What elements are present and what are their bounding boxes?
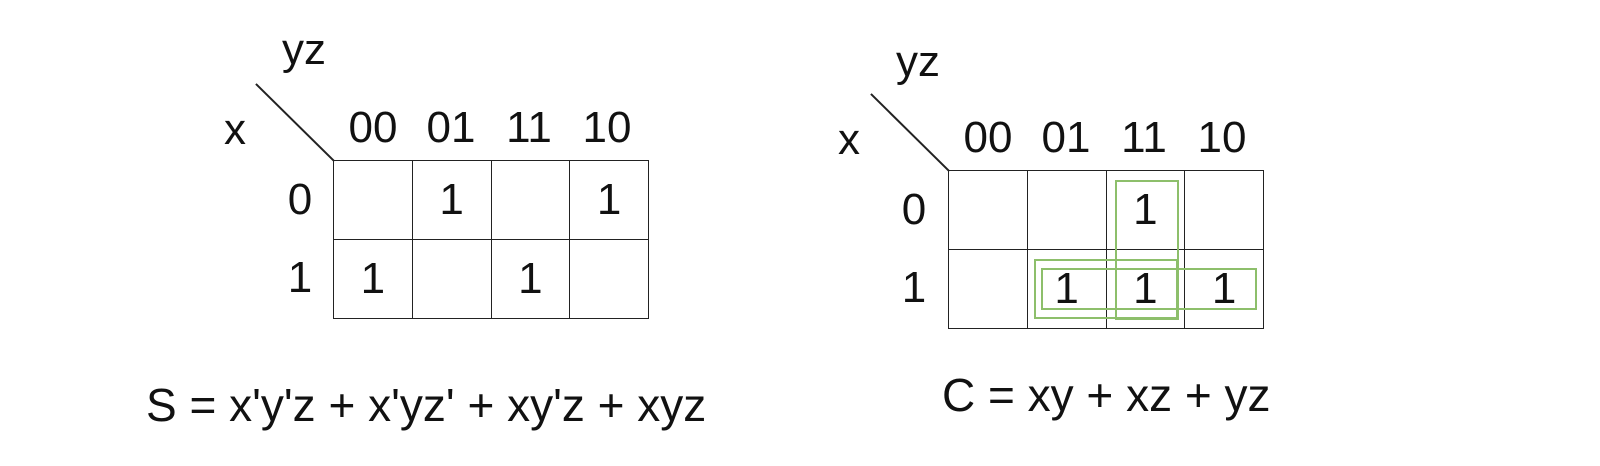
column-header: 00: [963, 113, 1013, 162]
column-header: 11: [1121, 113, 1167, 162]
column-header: 10: [582, 103, 632, 152]
truth-grid: 1 1 1 1: [333, 160, 649, 319]
grid-cell: [1027, 171, 1107, 250]
row-header: 1: [287, 253, 313, 302]
grid-cell: 1: [570, 161, 649, 240]
column-header: 01: [426, 103, 476, 152]
grid-cell: [570, 240, 649, 319]
grid-cell: 1: [1106, 171, 1186, 250]
group-xy-loop: [1041, 268, 1257, 310]
column-header: 01: [1041, 113, 1091, 162]
row-header: 0: [901, 185, 927, 234]
grid-cell: [334, 161, 413, 240]
row-variable-label: x: [838, 115, 860, 164]
grid-cell: 1: [334, 240, 413, 319]
column-header: 11: [506, 103, 552, 152]
truth-grid: 1 1 1 1: [948, 170, 1264, 329]
sum-equation: S = x'y'z + x'yz' + xy'z + xyz: [146, 379, 707, 431]
grid-cell: [949, 250, 1028, 329]
column-header: 10: [1197, 113, 1247, 162]
grid-cell: [949, 171, 1028, 250]
grid-cell: 1: [491, 240, 571, 319]
corner-diagonal: [870, 93, 950, 172]
column-header: 00: [348, 103, 398, 152]
row-variable-label: x: [224, 105, 246, 154]
grid-cell: [491, 161, 571, 240]
grid-cell: 1: [1027, 250, 1107, 329]
column-variable-label: yz: [282, 25, 326, 74]
group-xz-loop: [1034, 259, 1178, 319]
grid-cell: [412, 240, 492, 319]
grid-cell: 1: [1185, 250, 1264, 329]
grid-cell: [1185, 171, 1264, 250]
row-header: 1: [901, 263, 927, 312]
carry-equation: C = xy + xz + yz: [942, 369, 1271, 421]
grid-cell: 1: [1106, 250, 1186, 329]
column-variable-label: yz: [896, 37, 940, 86]
grid-cell: 1: [412, 161, 492, 240]
row-header: 0: [287, 175, 313, 224]
group-yz-loop: [1115, 180, 1179, 320]
